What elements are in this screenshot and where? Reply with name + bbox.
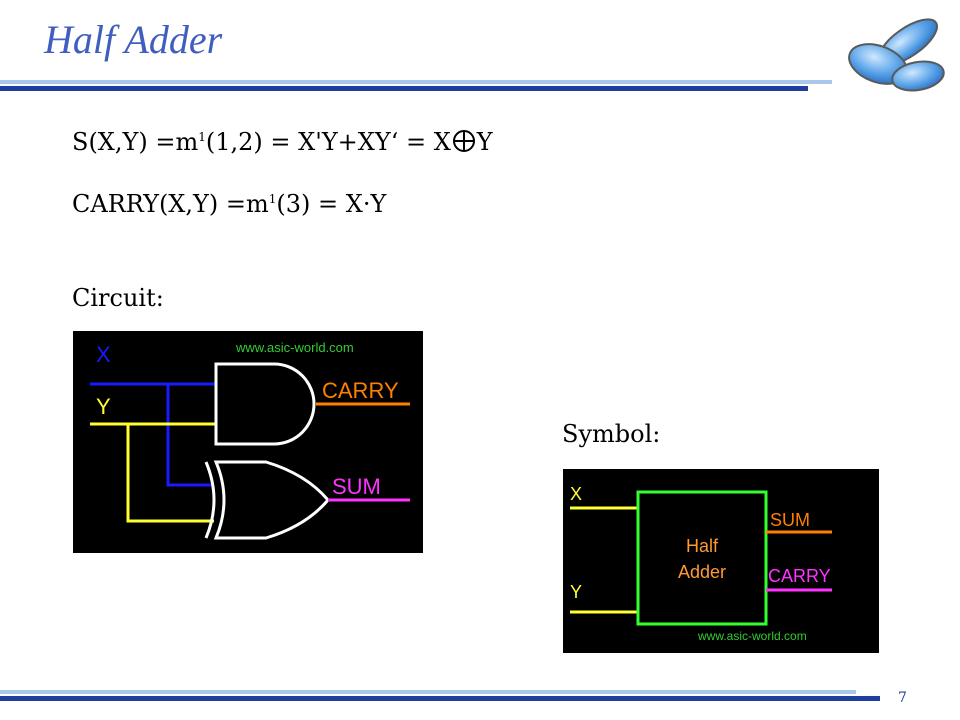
symbol-block-label-line1: Half (686, 536, 719, 556)
symbol-output-sum: SUM (770, 510, 810, 530)
circuit-label: Circuit: (72, 284, 164, 312)
symbol-output-carry: CARRY (768, 566, 831, 586)
xor-operator-icon (452, 129, 475, 152)
circuit-output-carry: CARRY (322, 378, 399, 403)
footer-rule-light (0, 690, 856, 694)
slide-title: Half Adder (44, 17, 223, 62)
symbol-diagram: X Y Half Adder SUM CARRY www.asic-world.… (560, 466, 882, 656)
symbol-block-label-line2: Adder (678, 562, 726, 582)
footer-rule-dark (0, 696, 880, 701)
symbol-label: Symbol: (562, 420, 661, 448)
petal-logo-icon (848, 18, 945, 92)
circuit-input-x: X (96, 342, 111, 367)
page-number: 7 (898, 690, 907, 706)
title-rule-light (0, 80, 832, 84)
symbol-input-x: X (570, 484, 582, 504)
symbol-input-y: Y (570, 582, 582, 602)
carry-equation: CARRY(X,Y) =m1(3) = X·Y (72, 190, 387, 218)
circuit-output-sum: SUM (332, 474, 381, 499)
symbol-watermark: www.asic-world.com (697, 629, 807, 643)
circuit-input-y: Y (96, 394, 111, 419)
title-rule-dark (0, 86, 808, 91)
circuit-diagram: X Y CARRY SUM www.asic-world.com (70, 328, 426, 556)
circuit-watermark: www.asic-world.com (235, 340, 354, 355)
